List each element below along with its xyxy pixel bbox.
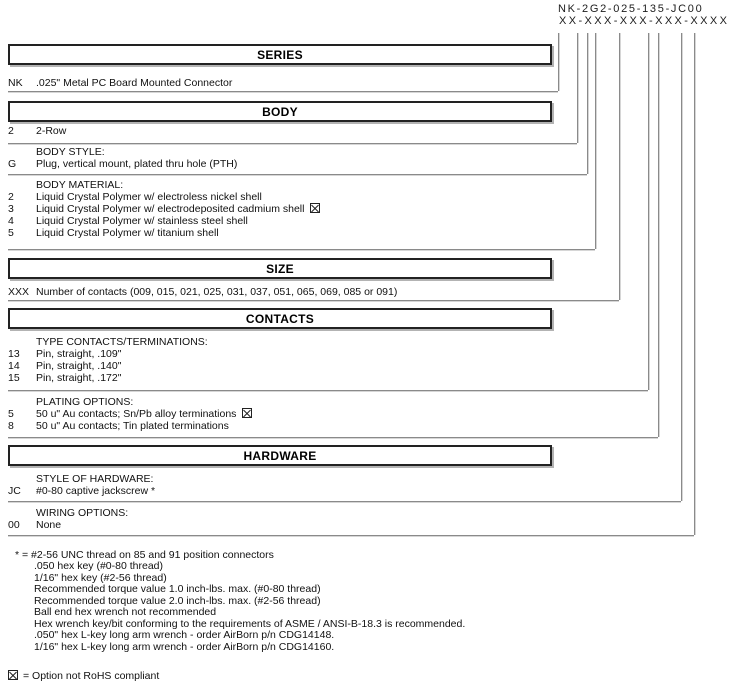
option-desc: None — [36, 519, 62, 531]
connector-hline-body-material — [8, 249, 595, 250]
option-desc: Liquid Crystal Polymer w/ stainless stee… — [36, 215, 248, 227]
option-code: 14 — [8, 360, 20, 372]
group-label-body-material: BODY MATERIAL: — [36, 179, 124, 191]
option-desc: Liquid Crystal Polymer w/ titanium shell — [36, 227, 219, 239]
connector-vline-body-rows — [577, 33, 578, 143]
group-label-wiring: WIRING OPTIONS: — [36, 507, 129, 519]
group-label-body-style: BODY STYLE: — [36, 146, 105, 158]
option-desc: Liquid Crystal Polymer w/ electrodeposit… — [36, 203, 321, 215]
section-title: BODY — [262, 104, 298, 119]
not-rohs-icon — [8, 670, 18, 680]
footnote: Recommended torque value 1.0 inch-lbs. m… — [34, 583, 321, 595]
option-desc: Plug, vertical mount, plated thru hole (… — [36, 158, 238, 170]
footnote: * = #2-56 UNC thread on 85 and 91 positi… — [15, 549, 274, 561]
connector-vline-size — [619, 33, 620, 300]
option-row-wiring-00: 00 None — [0, 519, 737, 531]
footnote: 1/16" hex L-key long arm wrench - order … — [34, 641, 335, 653]
option-row-body-2row: 2 2-Row — [0, 125, 737, 137]
connector-hline-hardware — [8, 501, 681, 502]
part-number-example: NK-2G2-025-135-JC00 — [558, 3, 704, 15]
option-row-contact-13: 13 Pin, straight, .109" — [0, 348, 737, 360]
option-code: XXX — [8, 286, 30, 298]
option-row-plating-8: 8 50 u" Au contacts; Tin plated terminat… — [0, 420, 737, 432]
option-row-plating-5: 5 50 u" Au contacts; Sn/Pb alloy termina… — [0, 408, 737, 420]
connector-vline-wiring — [694, 33, 695, 535]
option-desc: 50 u" Au contacts; Tin plated terminatio… — [36, 420, 229, 432]
connector-hline-contact-type — [8, 390, 648, 391]
option-code: NK — [8, 77, 23, 89]
option-code: 00 — [8, 519, 20, 531]
option-code: 13 — [8, 348, 20, 360]
connector-vline-series — [558, 33, 559, 91]
connector-hline-wiring — [8, 535, 694, 536]
connector-hline-series — [8, 91, 558, 92]
section-header-hardware: HARDWARE — [8, 445, 552, 466]
option-row-material-4: 4 Liquid Crystal Polymer w/ stainless st… — [0, 215, 737, 227]
option-desc: Pin, straight, .172" — [36, 372, 122, 384]
footnote: Recommended torque value 2.0 inch-lbs. m… — [34, 595, 321, 607]
option-desc: #0-80 captive jackscrew * — [36, 485, 156, 497]
connector-hline-size — [8, 300, 619, 301]
connector-hline-body-style — [8, 174, 587, 175]
option-row-size-xxx: XXX Number of contacts (009, 015, 021, 0… — [0, 286, 737, 298]
footnote: Hex wrench key/bit conforming to the req… — [34, 618, 466, 630]
section-title: HARDWARE — [243, 448, 317, 463]
option-desc: Pin, straight, .140" — [36, 360, 122, 372]
option-row-body-style-g: G Plug, vertical mount, plated thru hole… — [0, 158, 737, 170]
section-title: SIZE — [266, 261, 294, 276]
part-number-mask: XX-XXX-XXX-XXX-XXXX — [559, 15, 730, 27]
option-code: G — [8, 158, 17, 170]
option-code: JC — [8, 485, 21, 497]
footnote: .050 hex key (#0-80 thread) — [34, 560, 163, 572]
footnote: 1/16" hex key (#2-56 thread) — [34, 572, 167, 584]
section-header-series: SERIES — [8, 44, 552, 65]
rohs-legend: = Option not RoHS compliant — [8, 670, 159, 682]
connector-vline-body-style — [587, 33, 588, 174]
option-code: 5 — [8, 408, 14, 420]
option-code: 4 — [8, 215, 14, 227]
connector-vline-contact-type — [648, 33, 649, 390]
option-desc: Liquid Crystal Polymer w/ electroless ni… — [36, 191, 262, 203]
section-title: SERIES — [257, 47, 303, 62]
not-rohs-icon — [242, 408, 253, 418]
connector-vline-body-material — [595, 33, 596, 249]
option-desc: Pin, straight, .109" — [36, 348, 122, 360]
option-code: 2 — [8, 125, 14, 137]
option-desc: Number of contacts (009, 015, 021, 025, … — [36, 286, 398, 298]
option-row-hardware-jc: JC #0-80 captive jackscrew * — [0, 485, 737, 497]
not-rohs-icon — [310, 203, 321, 213]
rohs-legend-text: = Option not RoHS compliant — [23, 670, 160, 682]
option-desc: .025" Metal PC Board Mounted Connector — [36, 77, 233, 89]
option-row-material-3: 3 Liquid Crystal Polymer w/ electrodepos… — [0, 203, 737, 215]
option-row-contact-15: 15 Pin, straight, .172" — [0, 372, 737, 384]
connector-vline-plating — [658, 33, 659, 437]
option-row-material-5: 5 Liquid Crystal Polymer w/ titanium she… — [0, 227, 737, 239]
option-code: 5 — [8, 227, 14, 239]
group-label-hardware-style: STYLE OF HARDWARE: — [36, 473, 154, 485]
section-header-size: SIZE — [8, 258, 552, 279]
section-header-body: BODY — [8, 101, 552, 122]
group-label-plating: PLATING OPTIONS: — [36, 396, 134, 408]
option-desc: 2-Row — [36, 125, 67, 137]
group-label-contact-type: TYPE CONTACTS/TERMINATIONS: — [36, 336, 208, 348]
option-desc: 50 u" Au contacts; Sn/Pb alloy terminati… — [36, 408, 253, 420]
section-header-contacts: CONTACTS — [8, 308, 552, 329]
option-code: 8 — [8, 420, 14, 432]
connector-hline-body-rows — [8, 143, 577, 144]
option-row-material-2: 2 Liquid Crystal Polymer w/ electroless … — [0, 191, 737, 203]
option-code: 15 — [8, 372, 20, 384]
option-row-contact-14: 14 Pin, straight, .140" — [0, 360, 737, 372]
connector-vline-hardware — [681, 33, 682, 501]
option-row-series-nk: NK .025" Metal PC Board Mounted Connecto… — [0, 77, 737, 89]
footnote: .050" hex L-key long arm wrench - order … — [34, 629, 335, 641]
footnote: Ball end hex wrench not recommended — [34, 606, 217, 618]
option-code: 3 — [8, 203, 14, 215]
section-title: CONTACTS — [245, 311, 315, 326]
connector-hline-plating — [8, 437, 658, 438]
option-code: 2 — [8, 191, 14, 203]
